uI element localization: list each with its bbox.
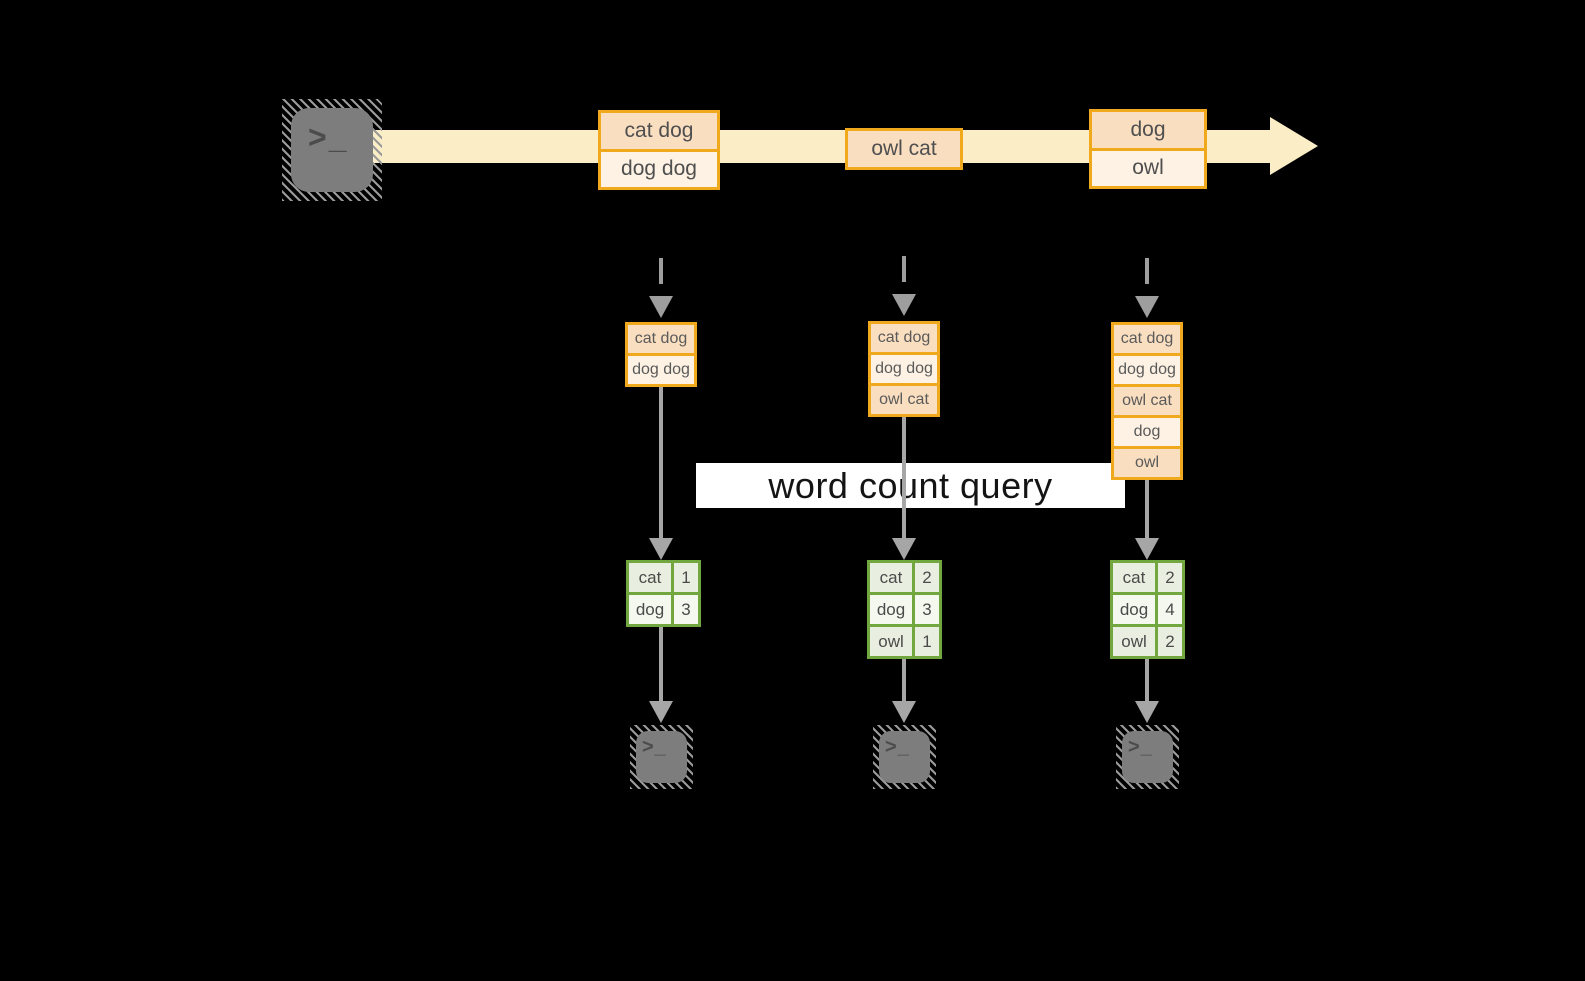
buffer-cell: owl cat — [1114, 387, 1180, 415]
count-table-2: cat 2 dog 3 owl 1 — [867, 560, 942, 659]
word-cell: dog — [629, 595, 671, 624]
event-box-3: dog owl — [1089, 109, 1207, 189]
buffer-stack-3: cat dog dog dog owl cat dog owl — [1111, 322, 1183, 480]
buffer-cell: dog — [1114, 418, 1180, 446]
query-arrow-1 — [659, 387, 663, 539]
terminal-body — [879, 731, 930, 783]
query-label-band: word count query — [696, 463, 1125, 508]
word-cell: cat — [870, 563, 912, 592]
event-box-2: owl cat — [845, 128, 963, 170]
event-text: cat dog — [601, 113, 717, 149]
buffer-cell: cat dog — [871, 324, 937, 352]
event-box-1: cat dog dog dog — [598, 110, 720, 190]
count-cell: 3 — [915, 595, 939, 624]
event-text: dog — [1092, 112, 1204, 148]
count-cell: 2 — [915, 563, 939, 592]
query-arrow-2 — [902, 417, 906, 539]
query-arrow-3 — [1145, 480, 1149, 539]
source-terminal-icon: >_ — [282, 99, 382, 201]
event-stream-arrowhead-icon — [1270, 117, 1318, 175]
word-cell: owl — [870, 627, 912, 656]
buffer-cell: owl — [1114, 449, 1180, 477]
terminal-body — [636, 731, 687, 783]
event-text: owl cat — [848, 131, 960, 167]
buffer-cell: dog dog — [1114, 356, 1180, 384]
word-cell: cat — [629, 563, 671, 592]
sink-terminal-icon-1: >_ — [630, 725, 693, 789]
query-arrowhead-icon — [649, 538, 673, 560]
terminal-prompt-icon: >_ — [1128, 736, 1153, 758]
output-arrowhead-icon — [892, 701, 916, 723]
buffer-cell: dog dog — [628, 356, 694, 384]
buffer-stack-2: cat dog dog dog owl cat — [868, 321, 940, 417]
output-arrow-1 — [659, 627, 663, 702]
terminal-body — [291, 108, 373, 192]
output-arrowhead-icon — [649, 701, 673, 723]
count-cell: 2 — [1158, 563, 1182, 592]
ingest-arrowhead-icon — [649, 296, 673, 318]
count-cell: 2 — [1158, 627, 1182, 656]
output-arrowhead-icon — [1135, 701, 1159, 723]
ingest-arrowhead-icon — [1135, 296, 1159, 318]
query-label: word count query — [768, 464, 1053, 506]
buffer-stack-1: cat dog dog dog — [625, 322, 697, 387]
count-table-1: cat 1 dog 3 — [626, 560, 701, 627]
word-cell: owl — [1113, 627, 1155, 656]
terminal-prompt-icon: >_ — [642, 736, 667, 758]
word-cell: cat — [1113, 563, 1155, 592]
count-table-3: cat 2 dog 4 owl 2 — [1110, 560, 1185, 659]
ingest-arrowhead-icon — [892, 294, 916, 316]
buffer-cell: owl cat — [871, 386, 937, 414]
query-arrowhead-icon — [892, 538, 916, 560]
terminal-prompt-icon: >_ — [885, 736, 910, 758]
word-cell: dog — [870, 595, 912, 624]
output-arrow-2 — [902, 659, 906, 702]
word-cell: dog — [1113, 595, 1155, 624]
ingest-arrow-3 — [1145, 258, 1149, 292]
output-arrow-3 — [1145, 659, 1149, 702]
sink-terminal-icon-2: >_ — [873, 725, 936, 789]
count-cell: 4 — [1158, 595, 1182, 624]
buffer-cell: cat dog — [628, 325, 694, 353]
ingest-arrow-2 — [902, 256, 906, 290]
count-cell: 1 — [674, 563, 698, 592]
terminal-body — [1122, 731, 1173, 783]
terminal-prompt-icon: >_ — [308, 119, 349, 155]
query-arrowhead-icon — [1135, 538, 1159, 560]
buffer-cell: dog dog — [871, 355, 937, 383]
ingest-arrow-1 — [659, 258, 663, 292]
count-cell: 1 — [915, 627, 939, 656]
event-text: dog dog — [601, 148, 717, 187]
count-cell: 3 — [674, 595, 698, 624]
buffer-cell: cat dog — [1114, 325, 1180, 353]
sink-terminal-icon-3: >_ — [1116, 725, 1179, 789]
event-text: owl — [1092, 147, 1204, 186]
